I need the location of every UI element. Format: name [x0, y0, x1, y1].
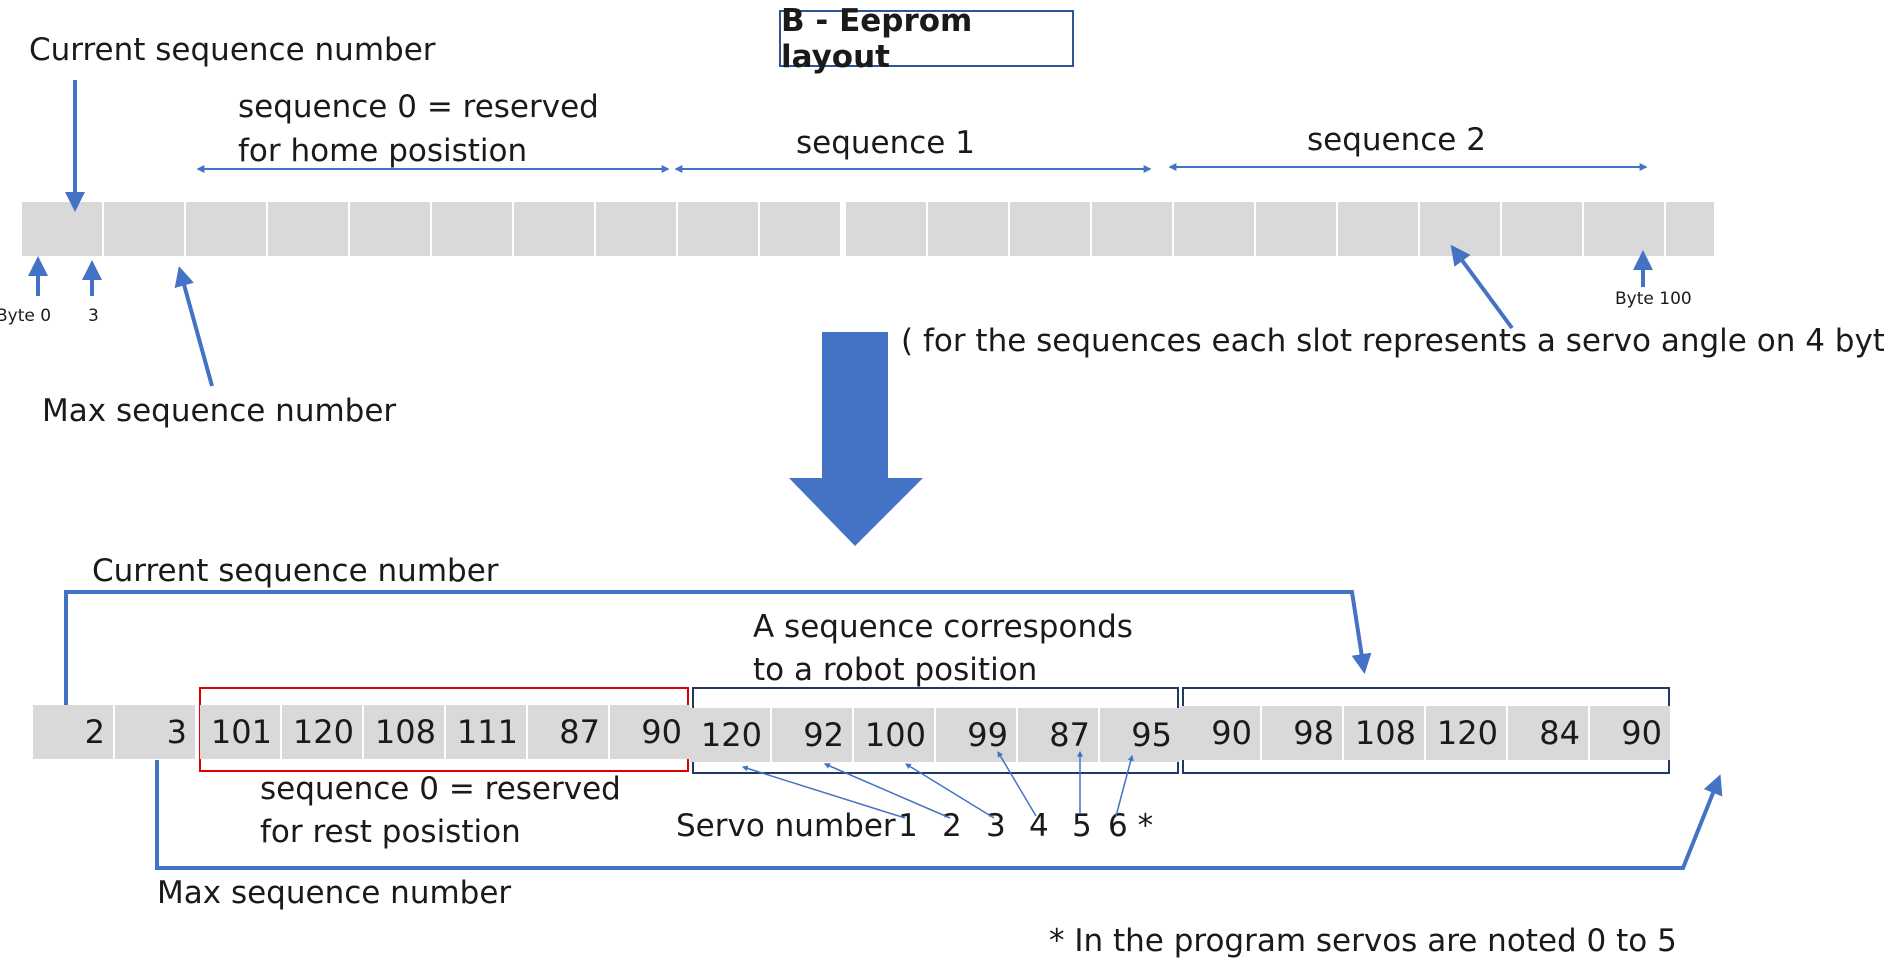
current-seq-value: 2 [33, 705, 113, 759]
top-cell [678, 202, 758, 256]
top-cell [1174, 202, 1254, 256]
bottom-max-seq-label: Max sequence number [157, 875, 512, 911]
seq1-value: 87 [1018, 708, 1098, 762]
big-down-arrow [789, 332, 923, 546]
servo-number: 6 * [1108, 808, 1154, 844]
seq2-value: 108 [1344, 706, 1424, 760]
seq0-value: 120 [282, 705, 362, 759]
servo1-arrow [741, 765, 906, 819]
bottom-max-seq-connector [155, 760, 1723, 870]
seq0-value: 101 [200, 705, 280, 759]
servo-number: 3 [986, 808, 1006, 844]
top-max-seq-arrow [174, 266, 214, 387]
top-cell [268, 202, 348, 256]
top-seq0-line1: sequence 0 = reserved [238, 89, 599, 125]
seq-corresponds-line1: A sequence corresponds [753, 609, 1133, 645]
seq1-value: 92 [772, 708, 852, 762]
top-current-seq-label: Current sequence number [29, 32, 436, 68]
top-seq2-label: sequence 2 [1307, 122, 1486, 158]
top-cell [1092, 202, 1172, 256]
top-cell [760, 202, 840, 256]
top-cell [432, 202, 512, 256]
servo-number: 4 [1029, 808, 1049, 844]
max-seq-value: 3 [115, 705, 195, 759]
top-cell [186, 202, 266, 256]
top-cell [1502, 202, 1582, 256]
servo2-arrow [823, 763, 951, 819]
top-cell [928, 202, 1008, 256]
top-cell [350, 202, 430, 256]
servo-number: 5 [1072, 808, 1092, 844]
top-max-seq-label: Max sequence number [42, 393, 397, 429]
seq0-value: 111 [446, 705, 526, 759]
servo6-arrow [1115, 754, 1134, 817]
top-seq1-label: sequence 1 [796, 125, 975, 161]
seq1-value: 100 [854, 708, 934, 762]
seq2-value: 98 [1262, 706, 1342, 760]
top-cell [104, 202, 184, 256]
servo-number-label: Servo number [676, 808, 896, 844]
seq2-value: 90 [1590, 706, 1670, 760]
top-cell [1666, 202, 1714, 256]
rest-line2: for rest posistion [260, 814, 521, 850]
rest-line1: sequence 0 = reserved [260, 771, 621, 807]
top-cell [514, 202, 594, 256]
top-cell [846, 202, 926, 256]
seq1-value: 120 [690, 708, 770, 762]
seq0-value: 108 [364, 705, 444, 759]
top-seq0-line2: for home posistion [238, 133, 528, 169]
servo4-arrow [997, 750, 1037, 817]
top-byte0-label: Byte 0 [0, 306, 52, 326]
top-cell [596, 202, 676, 256]
seq0-value: 90 [610, 705, 690, 759]
top-byte3-label: 3 [88, 306, 99, 326]
seq2-value: 90 [1180, 706, 1260, 760]
seq1-value: 95 [1100, 708, 1180, 762]
top-slot-note: ( for the sequences each slot represents… [901, 323, 1884, 359]
slot-note-arrow [1450, 244, 1514, 330]
seq2-value: 84 [1508, 706, 1588, 760]
servo3-arrow [904, 763, 995, 819]
seq2-value: 120 [1426, 706, 1506, 760]
top-byte100-label: Byte 100 [1615, 289, 1692, 309]
footnote: * In the program servos are noted 0 to 5 [1049, 923, 1677, 959]
top-cell [1584, 202, 1664, 256]
top-cell [1338, 202, 1418, 256]
top-cell [22, 202, 102, 256]
bottom-current-seq-connector [64, 590, 1372, 705]
seq0-value: 87 [528, 705, 608, 759]
top-cell [1256, 202, 1336, 256]
seq-corresponds-line2: to a robot position [753, 652, 1038, 688]
bottom-current-seq-label: Current sequence number [92, 553, 499, 589]
top-cell [1010, 202, 1090, 256]
